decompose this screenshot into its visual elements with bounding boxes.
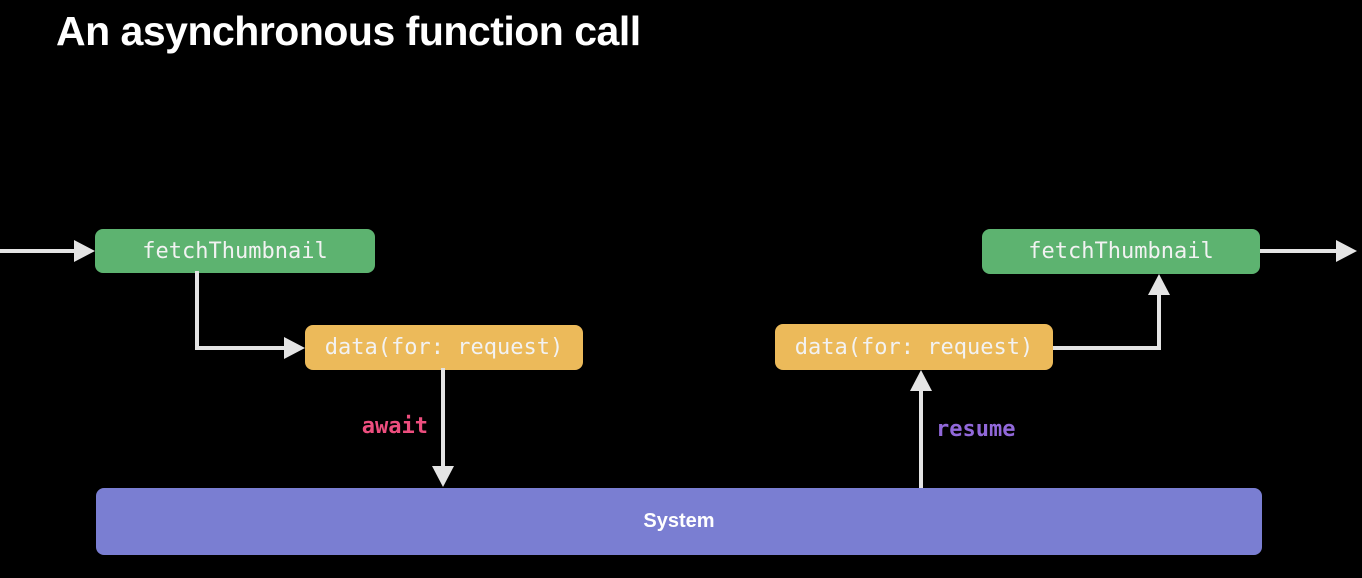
return-elbow-arrow-head-icon — [1148, 274, 1170, 295]
return-elbow-vertical-line — [1157, 294, 1161, 350]
resume-arrow-head-icon — [910, 370, 932, 391]
call-elbow-arrow-head-icon — [284, 337, 305, 359]
fetch-thumbnail-box-left: fetchThumbnail — [95, 229, 375, 273]
resume-label: resume — [936, 417, 1016, 442]
entry-arrow-line — [0, 249, 76, 253]
resume-arrow-line — [919, 390, 923, 488]
data-for-request-box-left: data(for: request) — [305, 325, 583, 370]
data-for-request-box-right: data(for: request) — [775, 324, 1053, 370]
slide-title: An asynchronous function call — [56, 8, 641, 54]
await-arrow-head-icon — [432, 466, 454, 487]
call-elbow-vertical-line — [195, 271, 199, 350]
return-elbow-horizontal-line — [1053, 346, 1161, 350]
await-label: await — [361, 414, 428, 439]
call-elbow-horizontal-line — [195, 346, 285, 350]
system-bar: System — [96, 488, 1262, 555]
await-arrow-line — [441, 368, 445, 468]
exit-arrow-line — [1260, 249, 1338, 253]
exit-arrow-head-icon — [1336, 240, 1357, 262]
entry-arrow-head-icon — [74, 240, 95, 262]
fetch-thumbnail-box-right: fetchThumbnail — [982, 229, 1260, 274]
